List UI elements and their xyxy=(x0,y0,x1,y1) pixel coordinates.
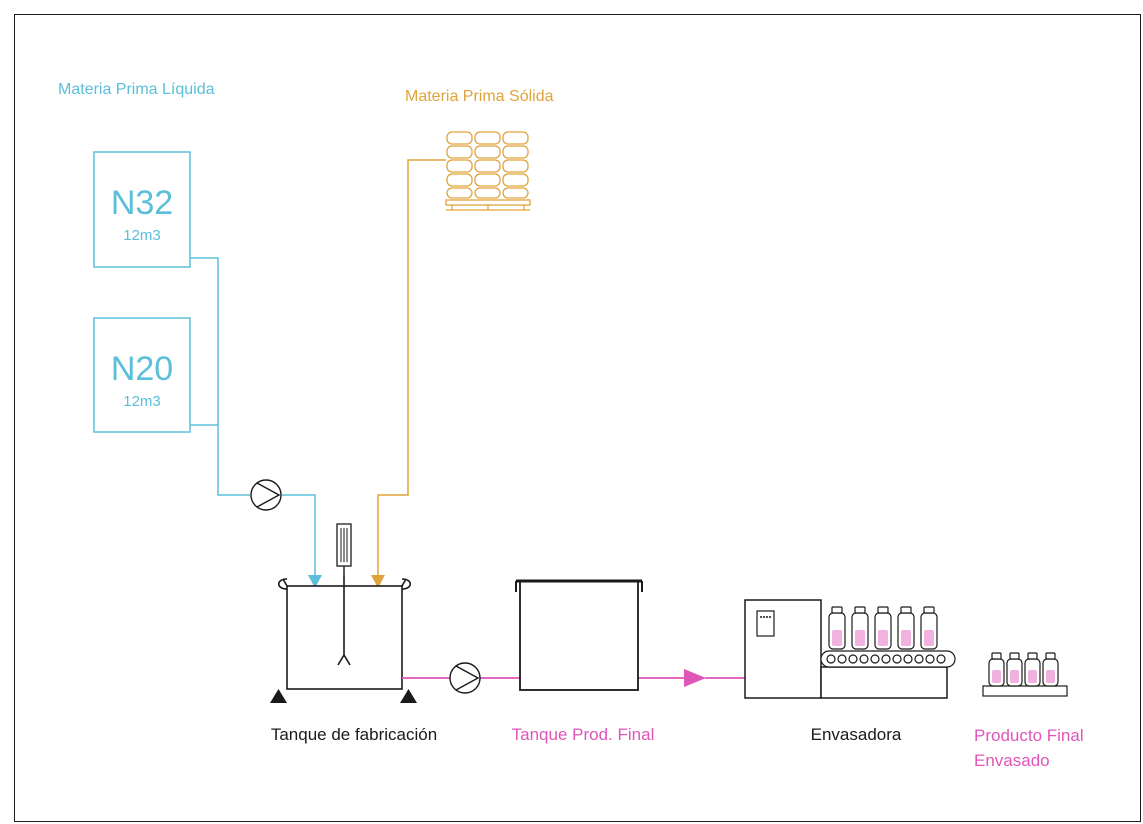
packaged-label-line1: Producto Final xyxy=(974,726,1084,745)
tank-volume: 12m3 xyxy=(123,227,161,244)
filler-label: Envasadora xyxy=(811,725,902,744)
final-product-tank xyxy=(515,579,643,691)
pump-1-icon xyxy=(250,479,282,511)
packaged-label-line2: Envasado xyxy=(974,751,1050,770)
product-arrow xyxy=(684,669,706,687)
filler-jars-contents xyxy=(832,630,934,646)
solid-arrow xyxy=(371,575,385,588)
diagram-frame xyxy=(14,14,1141,822)
final-tank-label: Tanque Prod. Final xyxy=(512,725,655,744)
agitator-motor-icon xyxy=(336,523,352,575)
tank-n32: N32 12m3 xyxy=(93,151,191,268)
mix-tank-label: Tanque de fabricación xyxy=(271,725,437,744)
liquid-arrow xyxy=(308,575,322,588)
pump-2-icon xyxy=(449,662,481,694)
raw-liquid-label: Materia Prima Líquida xyxy=(58,81,215,98)
tank-supports-icon xyxy=(270,689,417,703)
mixing-tank xyxy=(277,575,412,690)
raw-solid-label: Materia Prima Sólida xyxy=(405,88,554,105)
packaged-product-icon xyxy=(982,652,1068,697)
filler-machine xyxy=(744,599,948,699)
filler-jars-icon xyxy=(828,606,938,650)
tank-code: N32 xyxy=(111,184,173,222)
solid-pipe xyxy=(377,159,446,575)
tank-n20: N20 12m3 xyxy=(93,317,191,433)
sacks-pallet-icon xyxy=(445,131,531,211)
liquid-pipe xyxy=(190,257,316,575)
conveyor-belt-icon xyxy=(820,650,956,668)
tank-volume: 12m3 xyxy=(123,393,161,410)
tank-code: N20 xyxy=(111,350,173,388)
